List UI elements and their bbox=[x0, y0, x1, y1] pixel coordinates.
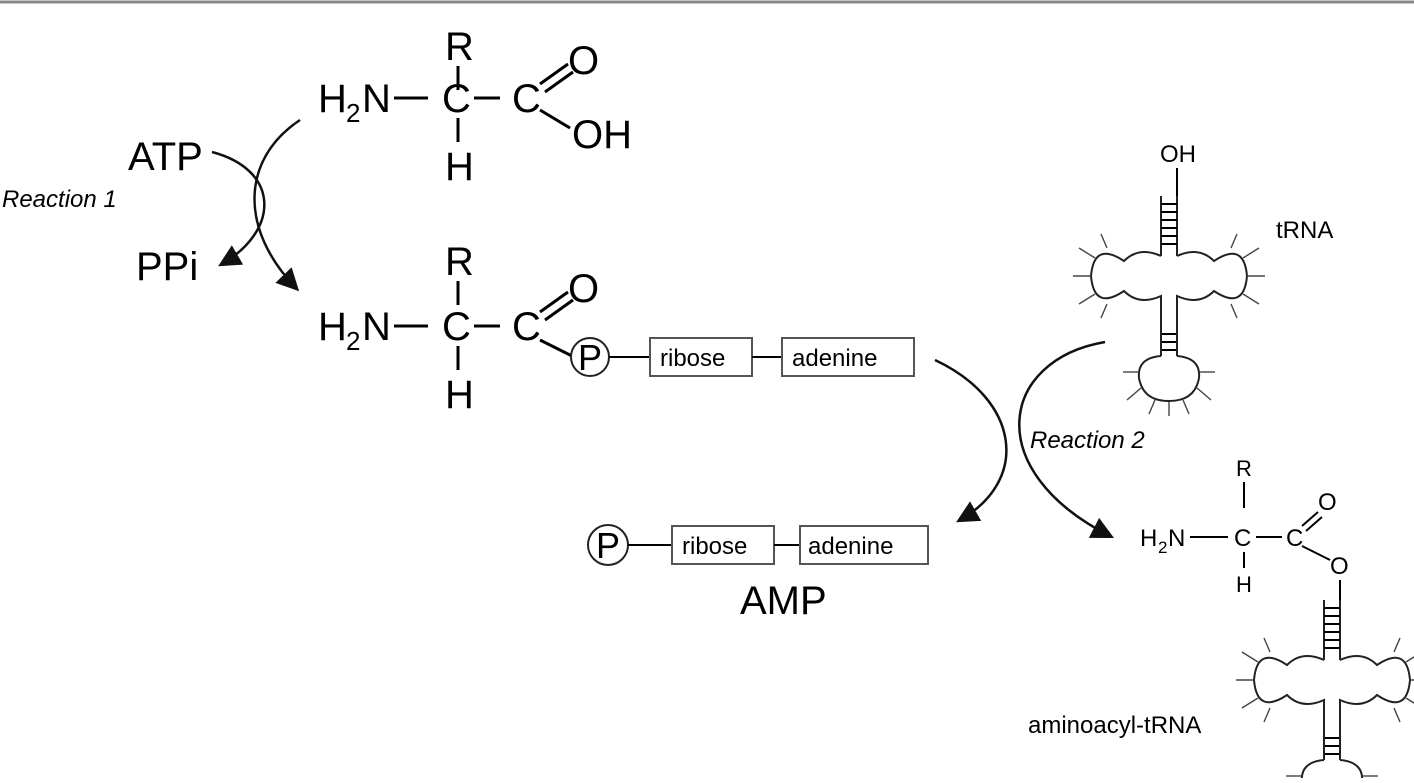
aa-carbonyl-o: O bbox=[568, 39, 599, 83]
trna-hydroxyl: OH bbox=[1160, 141, 1196, 168]
amino-acid-structure: R H 2 N C C O OH H bbox=[318, 25, 632, 189]
aa-alpha-c: C bbox=[442, 77, 471, 121]
aatrna-carboxyl-c: C bbox=[1286, 525, 1303, 552]
aatrna-alpha-c: C bbox=[1234, 525, 1251, 552]
aa-n: N bbox=[362, 77, 391, 121]
aaamp-adenine-box bbox=[781, 337, 915, 377]
aaamp-carboxyl-c: C bbox=[512, 305, 541, 349]
amp-label: AMP bbox=[740, 579, 827, 623]
aa-h2-subscript: 2 bbox=[346, 98, 360, 128]
atp-label: ATP bbox=[128, 135, 203, 179]
aminoacyl-trna-cloverleaf-icon bbox=[1235, 599, 1414, 783]
aaamp-carbonyl-o: O bbox=[568, 267, 599, 311]
aatrna-n: N bbox=[1168, 525, 1185, 552]
aa-hydroxyl: OH bbox=[572, 113, 632, 157]
trna-label: tRNA bbox=[1276, 217, 1333, 244]
reaction-1-arrow-main bbox=[253, 118, 301, 292]
aaamp-ribose: ribose bbox=[660, 345, 725, 372]
aa-alpha-h: H bbox=[445, 145, 474, 189]
reaction-2: Reaction 2 bbox=[934, 340, 1145, 539]
trna-structure: OH tRNA bbox=[1072, 141, 1333, 417]
aaamp-alpha-h: H bbox=[445, 373, 474, 417]
aa-r-group: R bbox=[445, 25, 474, 69]
amp-phosphate: P bbox=[596, 525, 620, 566]
aminoacyl-trna-label: aminoacyl-tRNA bbox=[1028, 712, 1201, 739]
reaction-2-arrow-trna bbox=[1018, 340, 1115, 539]
aatrna-carbonyl-o: O bbox=[1318, 489, 1337, 516]
aminoacyl-trna-structure: R H 2 N C C O O H aminoacyl-tRNA bbox=[1028, 456, 1414, 783]
aaamp-r-group: R bbox=[445, 240, 474, 284]
aa-carboxyl-c: C bbox=[512, 77, 541, 121]
aaamp-n: N bbox=[362, 305, 391, 349]
aaamp-alpha-c: C bbox=[442, 305, 471, 349]
ppi-label: PPi bbox=[136, 245, 198, 289]
reaction-2-label: Reaction 2 bbox=[1030, 427, 1145, 454]
aaamp-phosphate: P bbox=[578, 337, 602, 378]
amp-structure: P ribose adenine AMP bbox=[587, 524, 929, 623]
reaction-1-label: Reaction 1 bbox=[2, 186, 117, 213]
amp-adenine: adenine bbox=[808, 533, 893, 560]
trna-cloverleaf-icon bbox=[1072, 195, 1266, 417]
amp-adenine-box bbox=[799, 525, 929, 565]
reaction-1: ATP Reaction 1 PPi bbox=[2, 118, 301, 292]
reaction-1-arrow-side bbox=[211, 150, 266, 267]
aatrna-h2-subscript: 2 bbox=[1158, 538, 1167, 557]
amp-ribose-box bbox=[671, 525, 775, 565]
aaamp-adenine: adenine bbox=[792, 345, 877, 372]
aaamp-ribose-box bbox=[649, 337, 753, 377]
aatrna-ester-o: O bbox=[1330, 553, 1349, 580]
aaamp-h2-subscript: 2 bbox=[346, 326, 360, 356]
aa-h-amine: H bbox=[318, 77, 347, 121]
aaamp-h-amine: H bbox=[318, 305, 347, 349]
aminoacyl-amp-structure: R H 2 N C C O H P ribose adenine bbox=[318, 240, 915, 417]
aatrna-h-amine: H bbox=[1140, 525, 1157, 552]
aatrna-alpha-h: H bbox=[1236, 572, 1252, 597]
aatrna-r-group: R bbox=[1236, 456, 1252, 481]
reaction-2-arrow-amp bbox=[934, 358, 1008, 523]
amp-ribose: ribose bbox=[682, 533, 747, 560]
